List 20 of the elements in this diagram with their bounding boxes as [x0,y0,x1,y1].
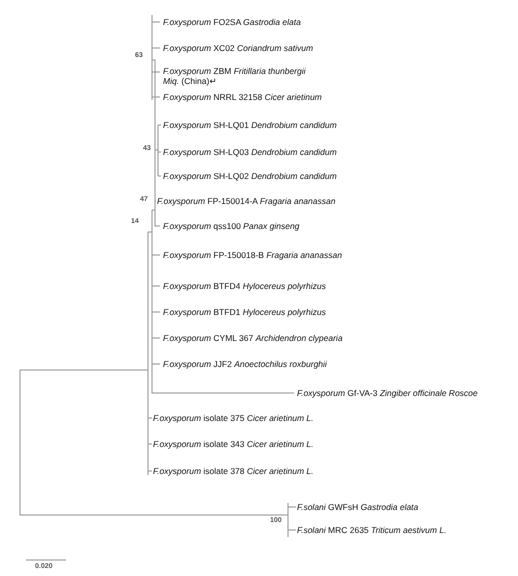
taxon-label: F.oxysporum FO2SA Gastrodia elata [163,17,301,27]
taxon-label: F.oxysporum isolate 343 Cicer arietinum L. [153,439,314,449]
taxon-label: F.oxysporum BTFD4 Hylocereus polyrhizus [163,281,326,291]
taxon-label: F.oxysporum ZBM Fritillaria thunbergii Miq. (China)↵ [163,66,307,86]
taxon-label: F.oxysporum qss100 Panax ginseng [163,221,300,231]
taxon-label: F.oxysporum CYML 367 Archidendron clypearia [163,333,343,343]
taxon-label: F.oxysporum isolate 375 Cicer arietinum L. [153,413,314,423]
taxon-label: F.oxysporum BTFD1 Hylocereus polyrhizus [163,307,326,317]
taxon-label: F.oxysporum FP-150014-A Fragaria ananassan [157,196,336,206]
taxon-label: F.oxysporum SH-LQ02 Dendrobium candidum [163,171,337,181]
taxon-label: F.oxysporum FP-150018-B Fragaria ananassan [163,250,342,260]
taxon-label: F.oxysporum SH-LQ03 Dendrobium candidum [163,147,337,157]
taxon-label: F.oxysporum Gf-VA-3 Zingiber officinale Roscoe [297,388,478,398]
taxon-label: F.oxysporum SH-LQ01 Dendrobium candidum [163,120,337,130]
taxon-label: F.oxysporum XC02 Coriandrum sativum [163,43,314,53]
taxon-label: F.solani GWFsH Gastrodia elata [297,502,418,512]
taxon-label: F.oxysporum isolate 378 Cicer arietinum L. [153,466,314,476]
taxon-label: F.oxysporum JJF2 Anoectochilus roxburghii [163,359,327,369]
taxon-label: F.solani MRC 2635 Triticum aestivum L. [297,525,446,535]
taxon-label: F.oxysporum NRRL 32158 Cicer arietinum [163,92,322,102]
